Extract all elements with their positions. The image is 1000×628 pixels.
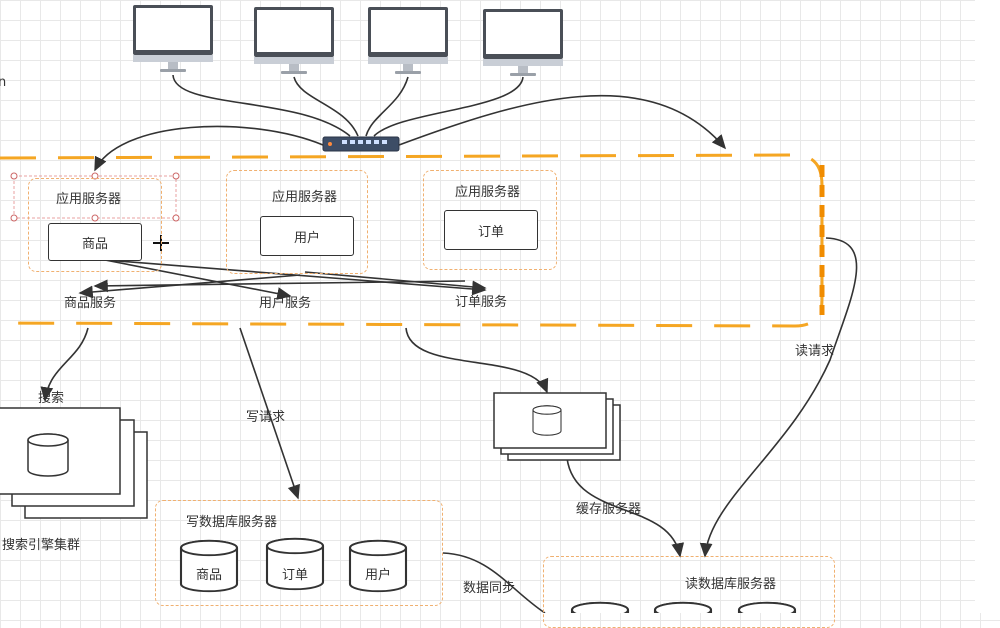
client-monitor-icon (483, 9, 563, 76)
app-server-box[interactable] (423, 170, 557, 270)
read-arrow (699, 237, 858, 558)
app-server-box[interactable] (28, 178, 162, 272)
app-server-title: 应用服务器 (272, 190, 338, 205)
search-engine-cluster-icon (0, 407, 148, 519)
edge-label-sync: 数据同步 (463, 581, 516, 596)
network-switch-icon (322, 136, 400, 152)
left-edge-fragment: n (0, 75, 7, 90)
client-monitor-icon (368, 7, 448, 74)
service-label-user: 用户服务 (259, 296, 312, 311)
edge-label-search: 搜索 (38, 391, 65, 406)
service-box-user[interactable]: 用户 (260, 216, 354, 256)
right-margin (975, 0, 1000, 613)
cache-server-label: 缓存服务器 (576, 502, 642, 517)
selection-handles (10, 172, 180, 222)
write-db-box[interactable] (155, 500, 443, 606)
switch-to-cluster-arrow (398, 94, 727, 150)
switch-to-app-arrow (94, 125, 324, 172)
write-db-table-product: 商品 (196, 568, 223, 583)
write-db-title: 写数据库服务器 (186, 515, 278, 530)
service-box-order[interactable]: 订单 (444, 210, 538, 250)
client-links (172, 74, 524, 137)
read-db-box[interactable] (543, 556, 835, 628)
cache-to-read-arrow (566, 457, 685, 558)
cache-arrow (405, 327, 549, 394)
service-links (78, 259, 487, 300)
app-server-title: 应用服务器 (455, 185, 521, 200)
app-server-box[interactable] (226, 170, 368, 274)
write-arrow (239, 327, 300, 500)
cache-server-icon (493, 392, 621, 461)
service-label-product: 商品服务 (64, 296, 117, 311)
service-label-order: 订单服务 (455, 295, 508, 310)
search-cluster-label: 搜索引擎集群 (2, 538, 81, 553)
app-cluster-border (0, 153, 824, 328)
edge-label-write: 写请求 (246, 410, 286, 425)
service-box-product[interactable]: 商品 (48, 223, 142, 261)
client-monitor-icon (254, 7, 334, 74)
read-db-title: 读数据库服务器 (685, 577, 777, 592)
write-db-table-order: 订单 (282, 568, 309, 583)
app-server-title: 应用服务器 (56, 192, 122, 207)
edge-label-read: 读请求 (795, 344, 835, 359)
write-db-table-user: 用户 (365, 568, 392, 583)
sync-arrow (442, 552, 546, 613)
architecture-diagram (0, 5, 858, 613)
search-arrow (40, 327, 89, 402)
client-monitor-icon (133, 5, 213, 72)
